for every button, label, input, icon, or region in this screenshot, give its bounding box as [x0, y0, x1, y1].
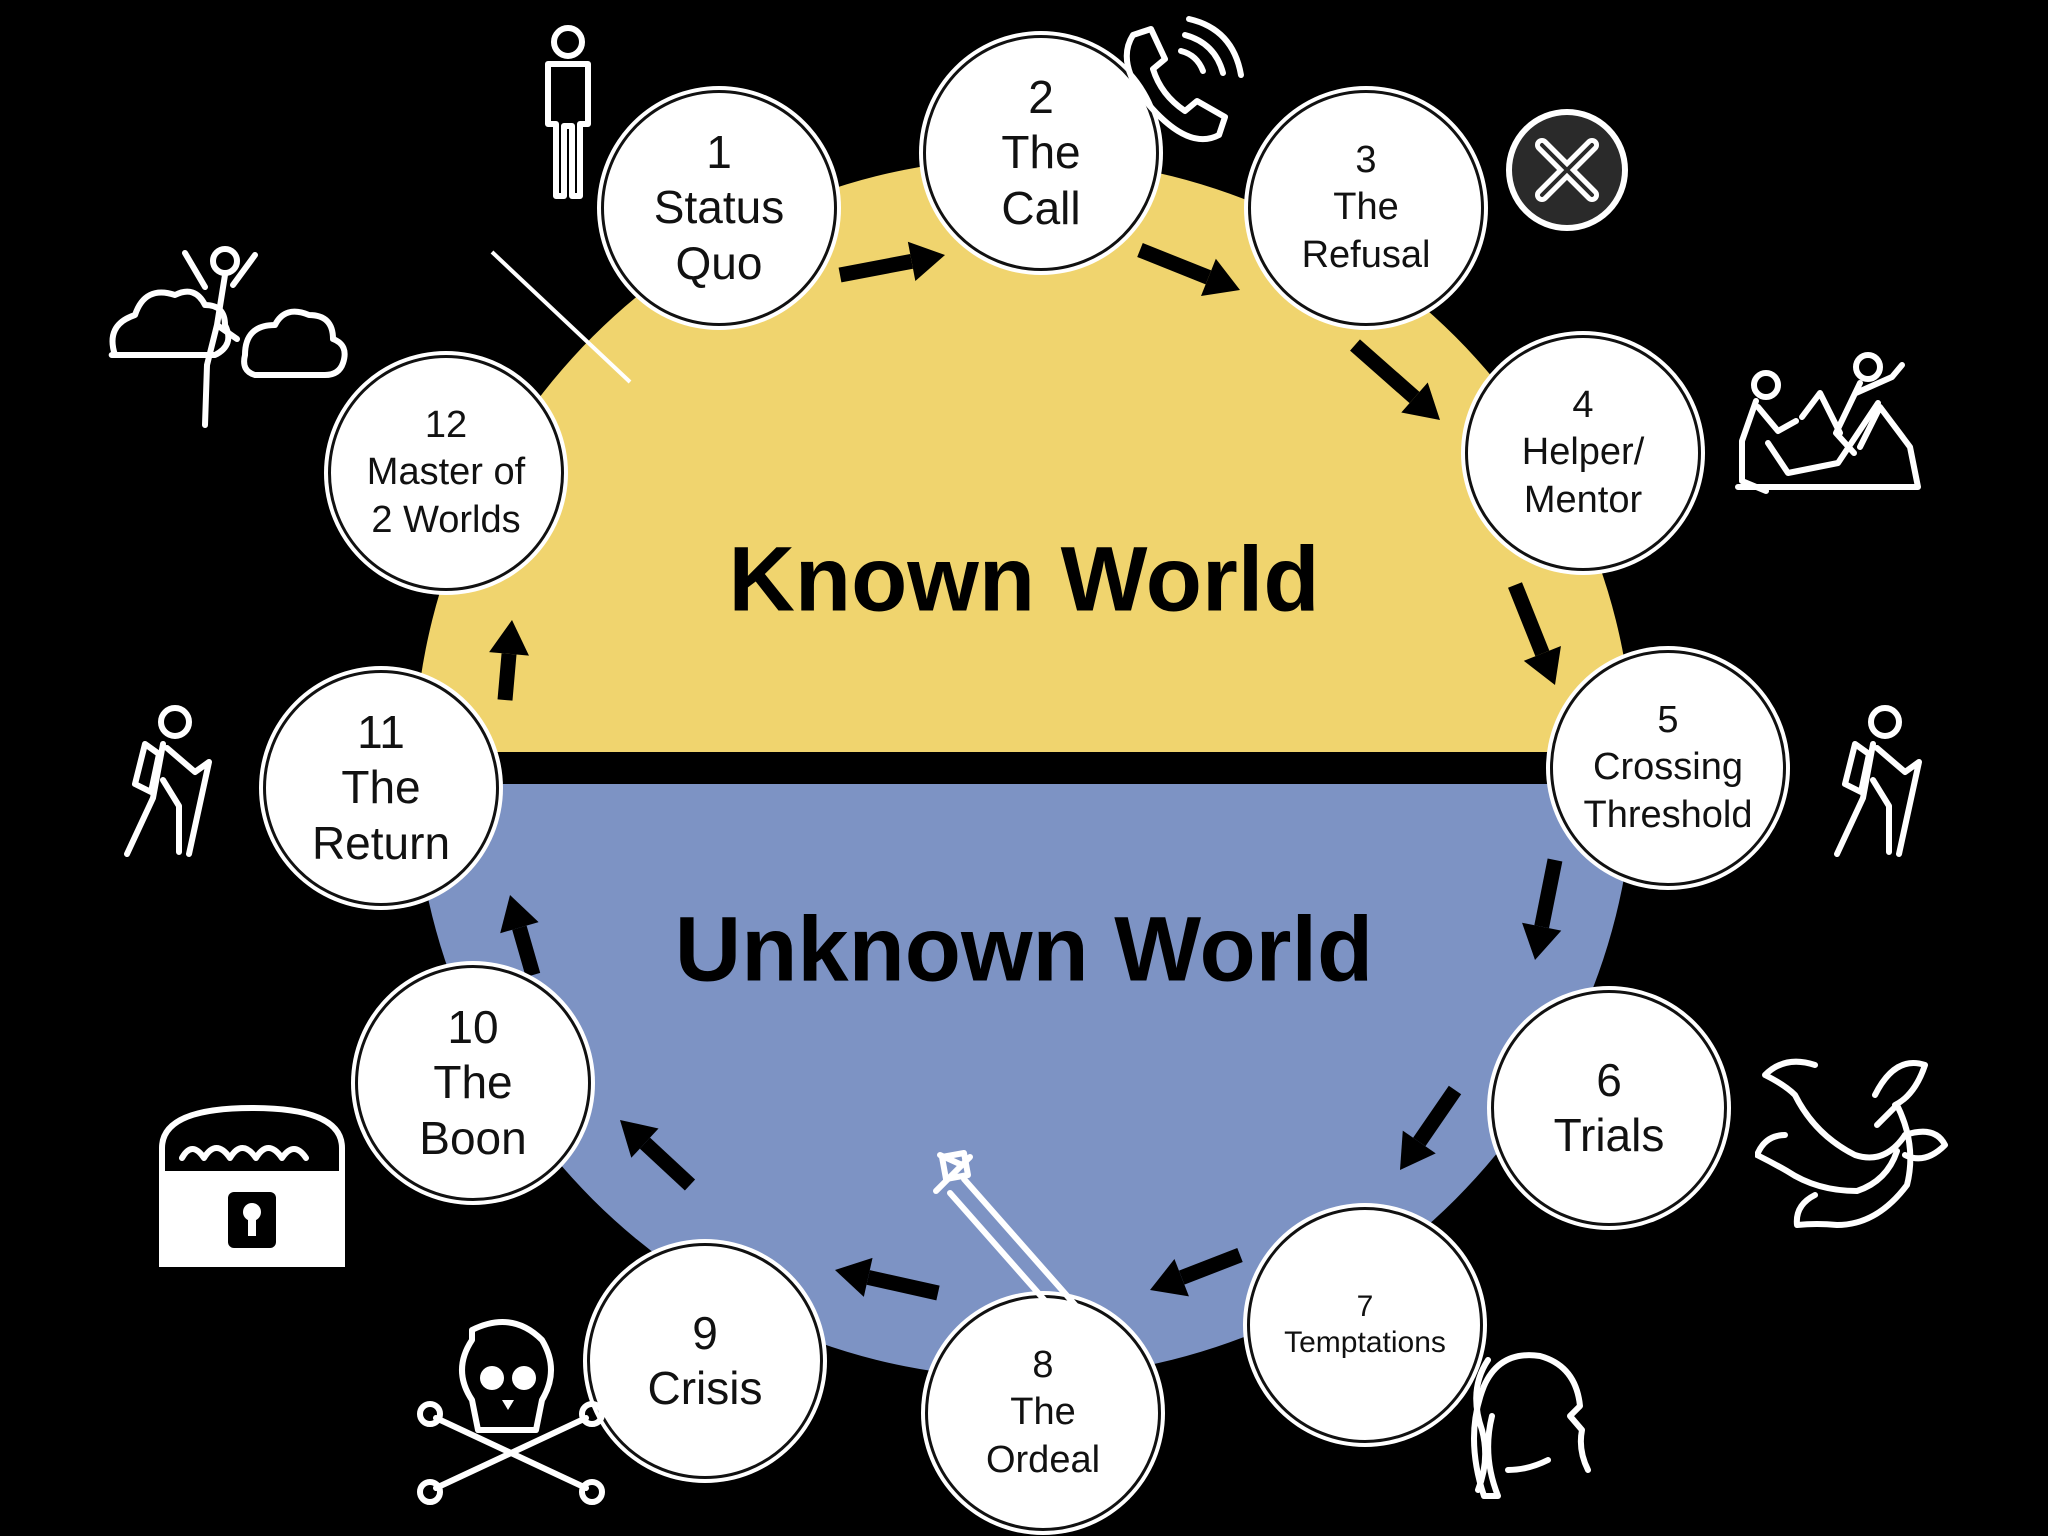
climber-helping-icon — [1735, 352, 1921, 494]
woman-profile-icon — [1471, 1352, 1591, 1499]
flow-arrow-head — [1522, 922, 1562, 960]
stage-number: 6 — [1596, 1053, 1622, 1106]
person-on-clouds-icon — [108, 246, 348, 428]
flow-arrow-head — [1150, 1259, 1189, 1297]
stage-label: The — [341, 761, 421, 814]
stage-label: The — [1001, 126, 1081, 179]
stage-label: Return — [311, 816, 451, 869]
sword-icon — [933, 1150, 1123, 1372]
stage-label: Boon — [419, 1111, 527, 1164]
stage-label: 2 Worlds — [371, 498, 521, 541]
flow-arrow-shaft — [1534, 858, 1563, 929]
known-world-label: Known World — [728, 528, 1320, 631]
flow-arrow-shaft — [512, 925, 541, 978]
stage-number: 7 — [1356, 1290, 1374, 1323]
stage-label: Helper/ — [1521, 431, 1645, 474]
stage-number: 1 — [706, 126, 732, 179]
world-divider — [400, 752, 1648, 784]
cancel-x-icon — [1506, 109, 1628, 231]
stage-label: Status — [653, 181, 785, 234]
stage-number: 5 — [1657, 699, 1679, 742]
stage-label: Temptations — [1284, 1326, 1446, 1359]
flow-arrow-shaft — [838, 253, 914, 283]
flow-arrow-head — [907, 241, 945, 282]
flow-arrow-shaft — [1350, 339, 1420, 404]
flow-arrow-head — [835, 1257, 873, 1297]
stage-label: Call — [1001, 181, 1081, 234]
flow-arrow-head — [489, 620, 529, 656]
flow-arrows — [489, 241, 1563, 1301]
flow-arrow-head — [500, 895, 539, 934]
flow-arrow-shaft — [639, 1137, 696, 1191]
stage-label: Mentor — [1523, 478, 1643, 521]
flow-arrow-shaft — [1413, 1085, 1462, 1147]
flow-arrow-shaft — [1137, 243, 1212, 285]
stage-label: Quo — [675, 236, 763, 289]
stage-number: 3 — [1355, 139, 1377, 182]
flow-arrow-shaft — [1178, 1248, 1243, 1285]
flow-arrow-head — [1401, 382, 1440, 420]
stage-number: 4 — [1572, 384, 1594, 427]
stage-label: The — [433, 1056, 513, 1109]
stage-number: 12 — [424, 404, 468, 447]
flow-arrow-head — [1201, 258, 1240, 296]
unknown-world-label: Unknown World — [674, 898, 1374, 1001]
treasure-chest-icon — [159, 1104, 345, 1267]
stage-number: 10 — [447, 1001, 499, 1054]
threshold-line — [490, 250, 632, 384]
three-headed-dragon-icon — [1755, 1058, 1948, 1228]
standing-person-icon — [545, 25, 591, 199]
stage-number: 9 — [692, 1306, 718, 1359]
flow-arrow-shaft — [1508, 582, 1550, 657]
skull-crossbones-icon — [417, 1319, 605, 1505]
stage-number: 8 — [1032, 1344, 1054, 1387]
stage-label: Trials — [1553, 1109, 1665, 1161]
stage-label: Crossing — [1593, 746, 1743, 789]
phone-icon — [1123, 16, 1244, 143]
stage-label: The — [1333, 186, 1399, 229]
stage-label: Crisis — [647, 1362, 763, 1414]
stage-label: The — [1010, 1391, 1076, 1434]
stage-label: Master of — [366, 451, 526, 494]
flow-arrow-head — [1400, 1130, 1436, 1170]
flow-arrow-shaft — [866, 1270, 940, 1301]
hiker-icon — [124, 705, 212, 857]
flow-arrow-shaft — [497, 653, 517, 701]
stage-label: Threshold — [1583, 793, 1753, 836]
stage-label: Refusal — [1301, 233, 1431, 276]
stage-number: 11 — [357, 706, 405, 759]
flow-arrow-head — [620, 1120, 659, 1158]
hiker-icon — [1834, 705, 1922, 857]
stage-label: Ordeal — [985, 1438, 1101, 1481]
stage-number: 2 — [1028, 71, 1054, 124]
flow-arrow-head — [1523, 646, 1561, 685]
